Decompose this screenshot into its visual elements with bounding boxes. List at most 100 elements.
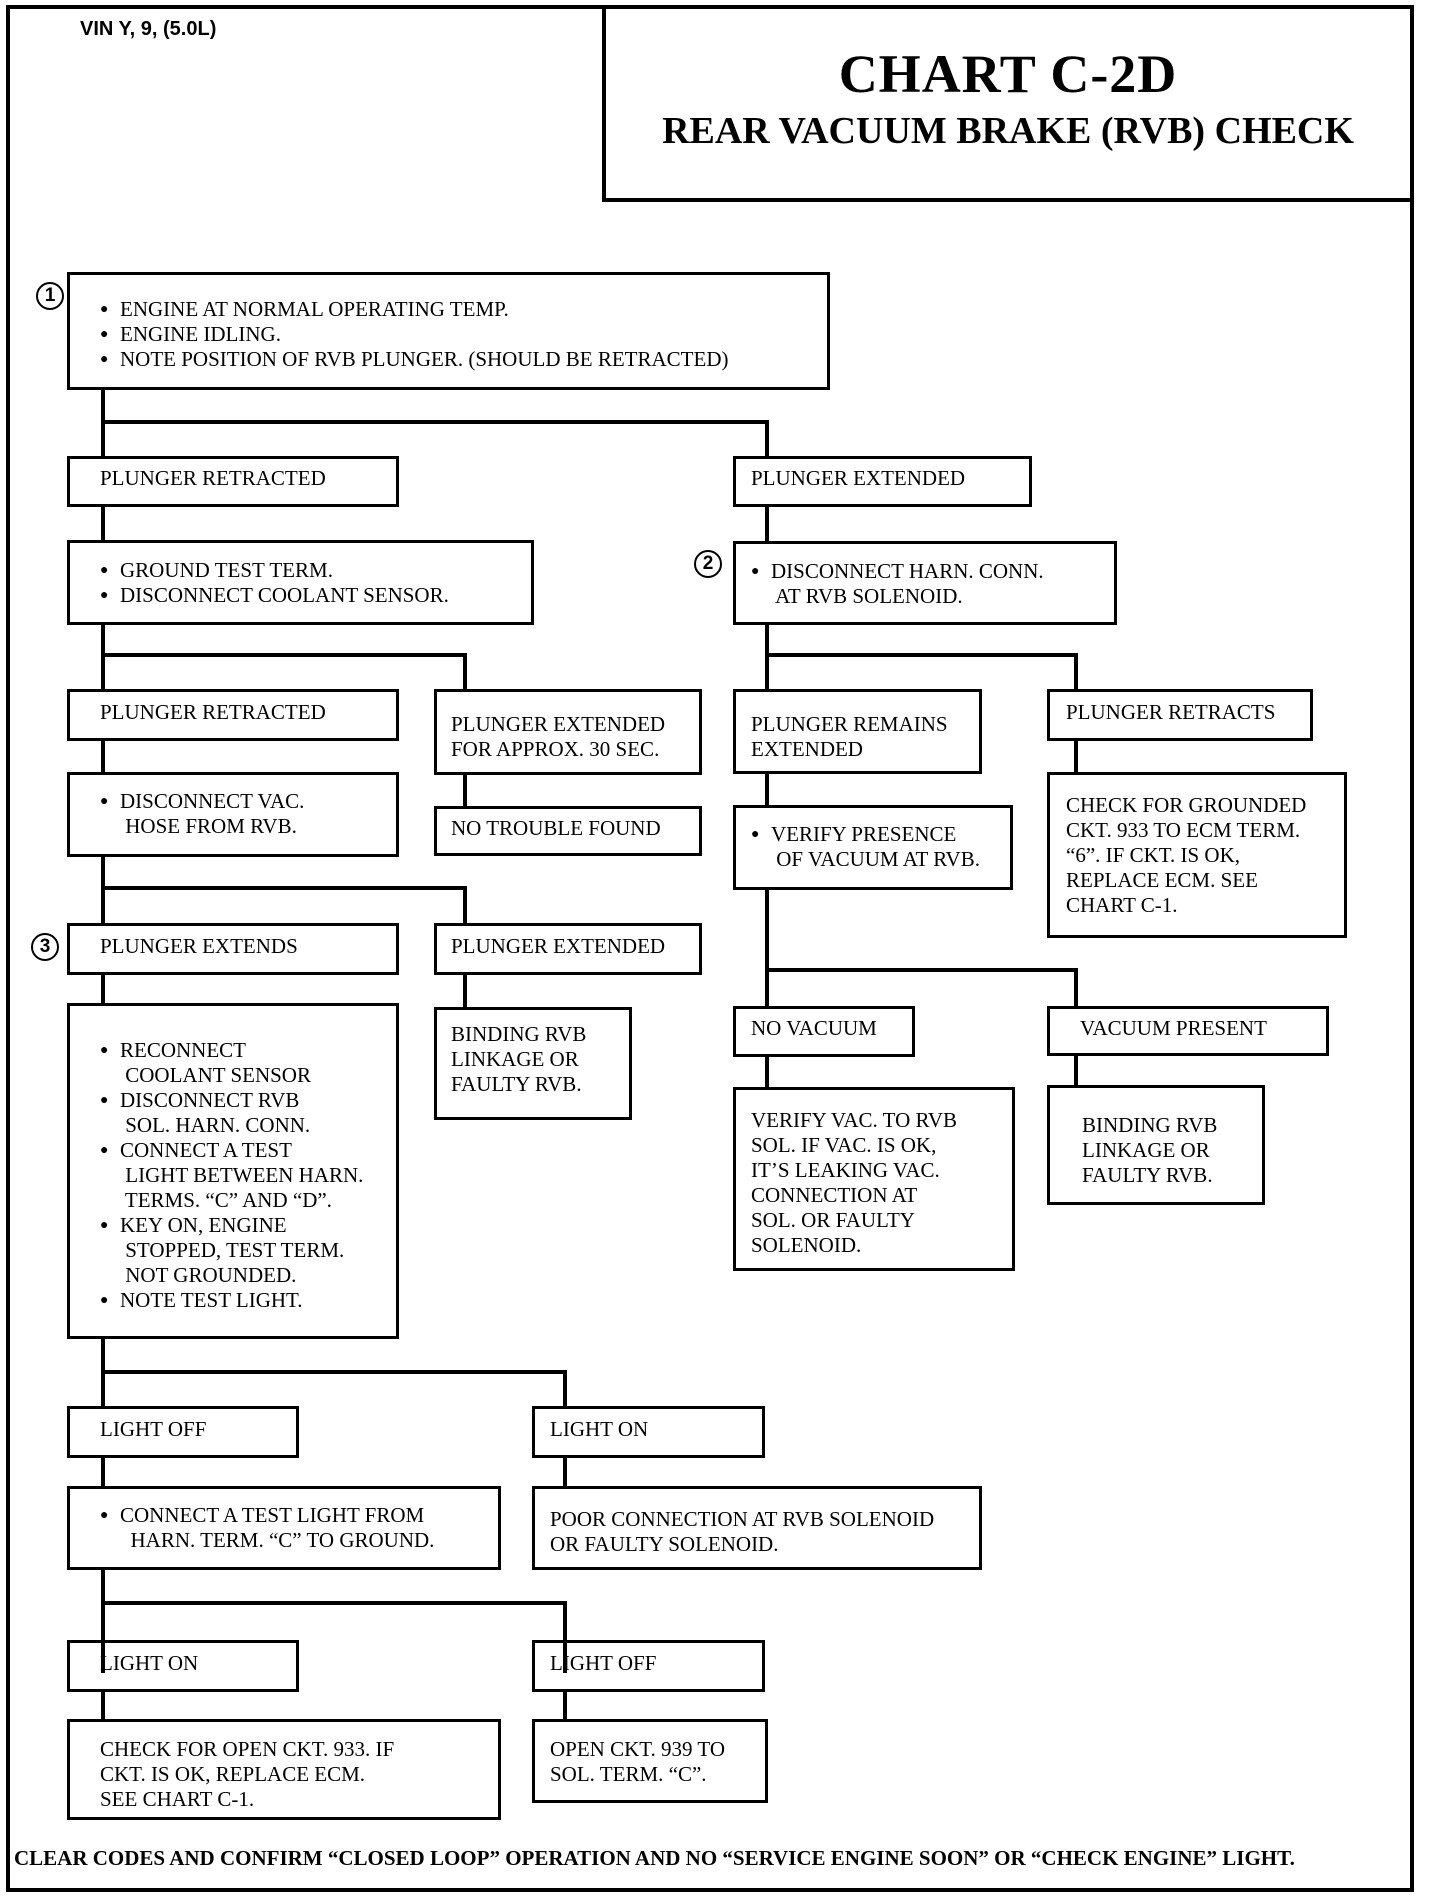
text-line: FAULTY RVB. bbox=[451, 1072, 582, 1096]
text-line: PLUNGER EXTENDED bbox=[451, 712, 666, 736]
text-line: “6”. IF CKT. IS OK, bbox=[1066, 843, 1241, 867]
text-line: SOLENOID. bbox=[751, 1233, 862, 1257]
verify-presence-steps: VERIFY PRESENCE OF VACUUM AT RVB. bbox=[751, 822, 998, 872]
vacuum-present: VACUUM PRESENT bbox=[1047, 1006, 1329, 1056]
text-line: VERIFY VAC. TO RVB bbox=[751, 1108, 958, 1132]
connect-test-box: CONNECT A TEST LIGHT FROM HARN. TERM. “C… bbox=[67, 1486, 501, 1570]
light-on-2: LIGHT ON bbox=[67, 1640, 299, 1692]
disconnect-harn-steps: DISCONNECT HARN. CONN. AT RVB SOLENOID. bbox=[751, 559, 1102, 609]
text-line: CKT. IS OK, REPLACE ECM. bbox=[100, 1762, 366, 1786]
step-item: DISCONNECT COOLANT SENSOR. bbox=[100, 583, 519, 608]
text-line: SOL. TERM. “C”. bbox=[550, 1762, 707, 1786]
text-line: EXTENDED bbox=[751, 737, 863, 761]
start-box: ENGINE AT NORMAL OPERATING TEMP.ENGINE I… bbox=[67, 272, 830, 390]
step-item: NOTE TEST LIGHT. bbox=[100, 1288, 384, 1313]
text-line: LINKAGE OR bbox=[451, 1047, 579, 1071]
text-line: SOL. OR FAULTY bbox=[751, 1208, 915, 1232]
reconnect-steps: RECONNECT COOLANT SENSORDISCONNECT RVB S… bbox=[100, 1038, 384, 1313]
reconnect-box: RECONNECT COOLANT SENSORDISCONNECT RVB S… bbox=[67, 1003, 399, 1339]
text-line: CKT. 933 TO ECM TERM. bbox=[1066, 818, 1301, 842]
verify-presence-box: VERIFY PRESENCE OF VACUUM AT RVB. bbox=[733, 805, 1013, 890]
no-vacuum: NO VACUUM bbox=[733, 1006, 915, 1057]
connect-test-steps: CONNECT A TEST LIGHT FROM HARN. TERM. “C… bbox=[100, 1503, 486, 1553]
step-item: DISCONNECT VAC. HOSE FROM RVB. bbox=[100, 789, 384, 839]
text-line: SEE CHART C-1. bbox=[100, 1787, 255, 1811]
light-on-1: LIGHT ON bbox=[532, 1406, 765, 1458]
disconnect-harn-box: DISCONNECT HARN. CONN. AT RVB SOLENOID. bbox=[733, 541, 1117, 625]
ground-test-box: GROUND TEST TERM.DISCONNECT COOLANT SENS… bbox=[67, 540, 534, 625]
node-label: VACUUM PRESENT bbox=[1080, 1015, 1267, 1040]
node-label: PLUNGER RETRACTS bbox=[1066, 699, 1276, 724]
light-off-2: LIGHT OFF bbox=[532, 1640, 765, 1692]
text-line: POOR CONNECTION AT RVB SOLENOID bbox=[550, 1507, 935, 1531]
node-label: PLUNGER EXTENDED bbox=[751, 466, 966, 490]
step-item: NOTE POSITION OF RVB PLUNGER. (SHOULD BE… bbox=[100, 347, 815, 372]
node-label: PLUNGER EXTENDED bbox=[451, 933, 666, 958]
text-line: BINDING RVB bbox=[1082, 1113, 1218, 1137]
start-steps: ENGINE AT NORMAL OPERATING TEMP.ENGINE I… bbox=[100, 297, 815, 372]
node-label: LIGHT ON bbox=[550, 1416, 649, 1441]
step-item: GROUND TEST TERM. bbox=[100, 558, 519, 583]
plunger-extends: PLUNGER EXTENDS bbox=[67, 923, 399, 975]
vin-label: VIN Y, 9, (5.0L) bbox=[80, 18, 217, 40]
node-label: LIGHT ON bbox=[100, 1650, 199, 1675]
text-line: CONNECTION AT bbox=[751, 1183, 918, 1207]
text-line: CHART C-1. bbox=[1066, 893, 1178, 917]
step-marker-1: 1 bbox=[36, 282, 64, 310]
disconnect-vac-steps: DISCONNECT VAC. HOSE FROM RVB. bbox=[100, 789, 384, 839]
text-line: IT’S LEAKING VAC. bbox=[751, 1158, 940, 1182]
step-item: CONNECT A TEST LIGHT BETWEEN HARN. TERMS… bbox=[100, 1138, 384, 1213]
text-line: SOL. IF VAC. IS OK, bbox=[751, 1133, 937, 1157]
plunger-retracts: PLUNGER RETRACTS bbox=[1047, 689, 1313, 741]
text-line: OPEN CKT. 939 TO bbox=[550, 1737, 726, 1761]
text-line: LINKAGE OR bbox=[1082, 1138, 1210, 1162]
chart-title: CHART C-2D bbox=[838, 44, 1178, 104]
node-label: PLUNGER RETRACTED bbox=[100, 699, 326, 724]
step-item: KEY ON, ENGINE STOPPED, TEST TERM. NOT G… bbox=[100, 1213, 384, 1288]
node-label: PLUNGER EXTENDS bbox=[100, 933, 298, 958]
step-item: VERIFY PRESENCE OF VACUUM AT RVB. bbox=[751, 822, 998, 872]
node-label: PLUNGER RETRACTED bbox=[100, 466, 326, 490]
step-item: RECONNECT COOLANT SENSOR bbox=[100, 1038, 384, 1088]
text-line: CHECK FOR GROUNDED bbox=[1066, 793, 1307, 817]
step-item: DISCONNECT RVB SOL. HARN. CONN. bbox=[100, 1088, 384, 1138]
text-line: BINDING RVB bbox=[451, 1022, 587, 1046]
no-trouble-found: NO TROUBLE FOUND bbox=[434, 806, 702, 856]
disconnect-vac-box: DISCONNECT VAC. HOSE FROM RVB. bbox=[67, 772, 399, 857]
footer-note: CLEAR CODES AND CONFIRM “CLOSED LOOP” OP… bbox=[14, 1846, 1295, 1870]
node-label: LIGHT OFF bbox=[550, 1650, 657, 1675]
light-off-1: LIGHT OFF bbox=[67, 1406, 299, 1458]
step-item: ENGINE AT NORMAL OPERATING TEMP. bbox=[100, 297, 815, 322]
text-line: PLUNGER REMAINS bbox=[751, 712, 948, 736]
text-line: FAULTY RVB. bbox=[1082, 1163, 1213, 1187]
plunger-extended-1: PLUNGER EXTENDED bbox=[733, 456, 1032, 507]
step-marker-3: 3 bbox=[31, 933, 59, 961]
node-label: NO VACUUM bbox=[751, 1016, 877, 1040]
step-item: DISCONNECT HARN. CONN. AT RVB SOLENOID. bbox=[751, 559, 1102, 609]
text-line: FOR APPROX. 30 SEC. bbox=[451, 737, 660, 761]
plunger-retracted-1: PLUNGER RETRACTED bbox=[67, 456, 399, 507]
title-box: CHART C-2D REAR VACUUM BRAKE (RVB) CHECK bbox=[602, 5, 1414, 202]
step-item: ENGINE IDLING. bbox=[100, 322, 815, 347]
text-line: REPLACE ECM. SEE bbox=[1066, 868, 1258, 892]
node-label: NO TROUBLE FOUND bbox=[451, 815, 661, 840]
chart-subtitle: REAR VACUUM BRAKE (RVB) CHECK bbox=[662, 110, 1354, 152]
plunger-retracted-2: PLUNGER RETRACTED bbox=[67, 689, 399, 741]
